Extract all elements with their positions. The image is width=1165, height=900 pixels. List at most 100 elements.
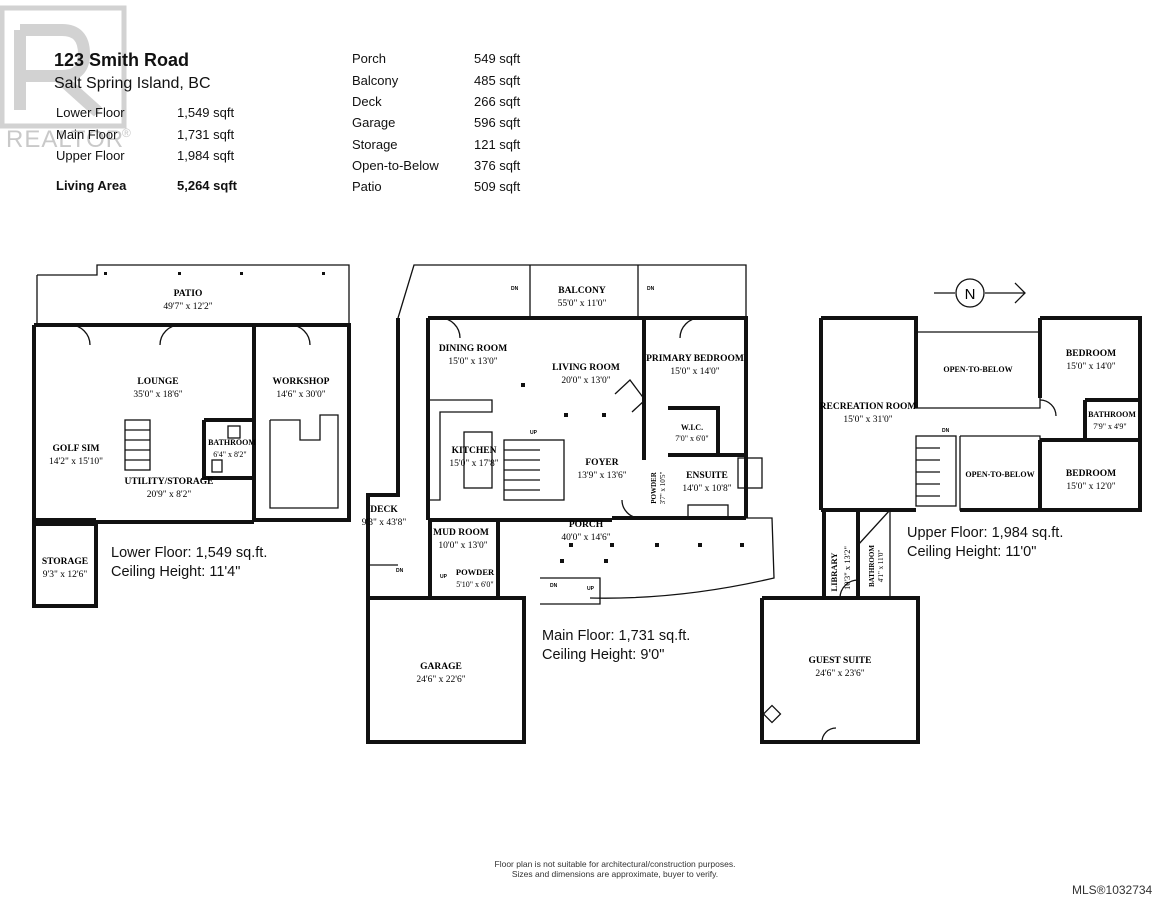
realtor-wordmark: REALTOR	[6, 126, 125, 153]
fireplace-icon	[762, 704, 782, 724]
room-name-golf-sim: GOLF SIM	[53, 444, 100, 454]
area-value-deck: 266 sqft	[474, 94, 521, 109]
main-floor-area: Main Floor: 1,731 sq.ft.	[542, 628, 691, 644]
room-name-utility-storage: UTILITY/STORAGE	[124, 477, 213, 487]
room-name-porch: PORCH	[569, 520, 604, 530]
area-label-porch: Porch	[352, 51, 386, 66]
room-dims-storage: 9'3" x 12'6"	[43, 570, 88, 580]
room-name-mud-room: MUD ROOM	[433, 528, 489, 538]
room-name-powder-mud: POWDER	[456, 567, 495, 577]
area-value-open-to-below: 376 sqft	[474, 158, 521, 173]
room-dims-bedroom-1: 15'0" x 14'0"	[1066, 362, 1115, 372]
room-dims-garage: 24'6" x 22'6"	[416, 675, 465, 685]
floor-label-lower: Lower Floor	[56, 105, 125, 120]
room-name-primary-bedroom: PRIMARY BEDROOM	[646, 354, 744, 364]
floor-value-lower: 1,549 sqft	[177, 105, 235, 120]
stair-label-dn: DN	[942, 428, 950, 434]
stair-label-dn: DN	[647, 286, 655, 292]
room-dims-porch: 40'0" x 14'6"	[561, 533, 610, 543]
room-name-balcony: BALCONY	[558, 286, 606, 296]
living-area-label: Living Area	[56, 178, 127, 193]
main-floor-caption: Main Floor: 1,731 sq.ft. Ceiling Height:…	[542, 627, 690, 665]
area-label-garage: Garage	[352, 115, 396, 130]
room-dims-primary-bedroom: 15'0" x 14'0"	[670, 367, 719, 377]
room-dims-workshop: 14'6" x 30'0"	[276, 390, 325, 400]
room-name-bedroom-1: BEDROOM	[1066, 349, 1116, 359]
room-dims-powder-mud: 5'10" x 6'0"	[456, 580, 493, 589]
room-dims-bathroom-upper: 7'9" x 4'9"	[1093, 422, 1126, 431]
room-dims-ensuite: 14'0" x 10'8"	[682, 484, 731, 494]
area-label-balcony: Balcony	[352, 73, 399, 88]
stair-label-up: UP	[587, 586, 595, 592]
room-dims-foyer: 13'9" x 13'6"	[577, 471, 626, 481]
room-name-bathroom-upper: BATHROOM	[1088, 410, 1136, 419]
realtor-logo: REALTOR ®	[0, 0, 140, 160]
living-area-value: 5,264 sqft	[177, 178, 237, 193]
stair-label-dn: DN	[550, 583, 558, 589]
floor-value-main: 1,731 sqft	[177, 127, 235, 142]
room-dims-guest-suite: 24'6" x 23'6"	[815, 669, 864, 679]
room-dims-bathroom: 6'4" x 8'2"	[213, 450, 246, 459]
room-dims-lounge: 35'0" x 18'6"	[133, 390, 182, 400]
compass-label: N	[965, 286, 976, 303]
room-name-deck: DECK	[370, 505, 398, 515]
room-name-living-room: LIVING ROOM	[552, 363, 620, 373]
room-name-bathroom: BATHROOM	[208, 438, 256, 447]
room-name-bathroom-library: BATHROOM	[868, 545, 876, 587]
main-floor-height: Ceiling Height: 9'0"	[542, 647, 665, 663]
room-dims-balcony: 55'0" x 11'0"	[558, 299, 607, 309]
area-label-open-to-below: Open-to-Below	[352, 158, 439, 173]
lower-floor-height: Ceiling Height: 11'4"	[111, 564, 241, 580]
stair-label-up: UP	[530, 430, 538, 436]
upper-floor-height: Ceiling Height: 11'0"	[907, 544, 1037, 560]
upper-floor-caption: Upper Floor: 1,984 sq.ft. Ceiling Height…	[907, 524, 1063, 562]
area-value-garage: 596 sqft	[474, 115, 521, 130]
upper-floor-plan	[760, 282, 1142, 744]
room-name-lounge: LOUNGE	[137, 377, 178, 387]
room-dims-deck: 9'3" x 43'8"	[362, 518, 407, 528]
room-name-foyer: FOYER	[585, 458, 618, 468]
property-location: Salt Spring Island, BC	[54, 75, 211, 92]
room-name-bedroom-2: BEDROOM	[1066, 469, 1116, 479]
mls-number: MLS®1032734	[1072, 883, 1153, 897]
area-value-porch: 549 sqft	[474, 51, 521, 66]
lower-floor-plan	[32, 264, 351, 608]
room-name-open-to-below-1: OPEN-TO-BELOW	[943, 365, 1012, 374]
area-value-balcony: 485 sqft	[474, 73, 521, 88]
room-dims-wic: 7'0" x 6'0"	[675, 434, 708, 443]
room-name-garage: GARAGE	[420, 662, 462, 672]
room-dims-powder-main: 3'7" x 10'5"	[659, 471, 667, 504]
floor-label-upper: Upper Floor	[56, 148, 125, 163]
main-floor-plan	[366, 264, 775, 744]
room-name-kitchen: KITCHEN	[452, 446, 497, 456]
room-name-powder-main: POWDER	[650, 471, 658, 503]
room-dims-kitchen: 15'0" x 17'8"	[449, 459, 498, 469]
room-dims-patio: 49'7" x 12'2"	[163, 302, 212, 312]
room-name-patio: PATIO	[174, 289, 203, 299]
floor-label-main: Main Floor	[56, 127, 118, 142]
disclaimer: Floor plan is not suitable for architect…	[415, 859, 815, 879]
area-value-storage: 121 sqft	[474, 137, 521, 152]
area-value-patio: 509 sqft	[474, 179, 521, 194]
stair-label-dn: DN	[396, 568, 404, 574]
room-name-library: LIBRARY	[829, 553, 839, 592]
room-name-recreation-room: RECREATION ROOM	[820, 402, 917, 412]
property-address: 123 Smith Road	[54, 50, 190, 70]
north-compass-icon	[955, 278, 985, 308]
room-dims-dining-room: 15'0" x 13'0"	[448, 357, 497, 367]
room-dims-living-room: 20'0" x 13'0"	[561, 376, 610, 386]
room-name-guest-suite: GUEST SUITE	[809, 656, 872, 666]
area-label-patio: Patio	[352, 179, 382, 194]
room-dims-bathroom-library: 4'1" x 11'0"	[877, 550, 885, 583]
room-dims-bedroom-2: 15'0" x 12'0"	[1066, 482, 1115, 492]
registered-mark: ®	[122, 126, 131, 140]
room-name-workshop: WORKSHOP	[272, 377, 329, 387]
area-label-deck: Deck	[352, 94, 382, 109]
disclaimer-line-2: Sizes and dimensions are approximate, bu…	[511, 869, 719, 879]
room-dims-library: 10'3" x 13'2"	[842, 546, 852, 590]
room-dims-mud-room: 10'0" x 13'0"	[438, 541, 487, 551]
stair-label-up: UP	[440, 574, 448, 580]
room-name-wic: W.I.C.	[681, 423, 703, 432]
floor-value-upper: 1,984 sqft	[177, 148, 235, 163]
